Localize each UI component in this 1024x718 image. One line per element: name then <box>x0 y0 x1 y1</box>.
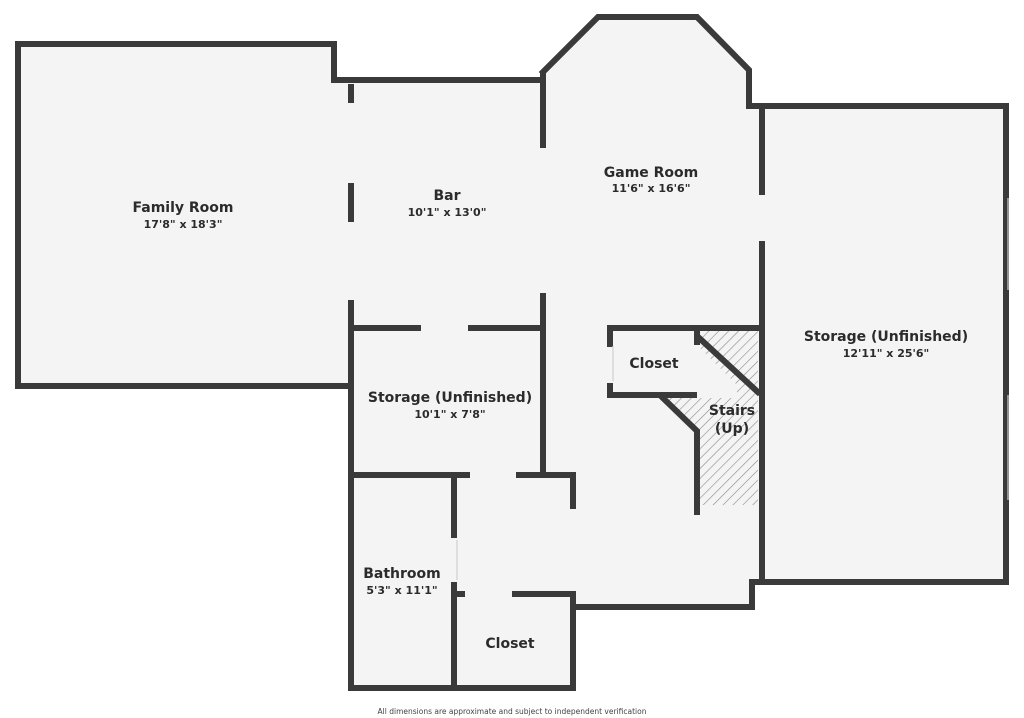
windows <box>456 198 1009 580</box>
room-dim-bathroom: 5'3" x 11'1" <box>366 584 437 597</box>
room-name-closet-lower: Closet <box>485 636 535 652</box>
room-dim-game-room: 11'6" x 16'6" <box>612 182 691 195</box>
room-name-bathroom: Bathroom <box>363 566 441 582</box>
wall-closet-upper <box>607 325 700 347</box>
room-name-closet-upper: Closet <box>629 356 679 372</box>
room-name-family-room: Family Room <box>133 200 234 216</box>
room-name-bar: Bar <box>433 188 460 204</box>
wall-stairs-diagonal <box>694 333 763 397</box>
room-name-storage-middle: Storage (Unfinished) <box>368 390 532 406</box>
wall-family-room <box>15 41 354 389</box>
room-name-game-room: Game Room <box>604 165 699 181</box>
room-dim-storage-middle: 10'1" x 7'8" <box>414 408 485 421</box>
wall-game-bay <box>538 14 752 109</box>
room-dim-storage-right: 12'11" x 25'6" <box>843 347 930 360</box>
walls <box>15 14 1009 691</box>
wall-storage-right <box>746 103 1009 585</box>
disclaimer-text: All dimensions are approximate and subje… <box>378 707 647 716</box>
room-name-stairs-line2: (Up) <box>715 421 749 437</box>
room-name-stairs-line1: Stairs <box>709 403 755 419</box>
room-dim-family-room: 17'8" x 18'3" <box>144 218 223 231</box>
wall-bottom <box>348 591 576 691</box>
room-labels: Family Room 17'8" x 18'3" Bar 10'1" x 13… <box>133 165 969 652</box>
wall-lower-right <box>570 579 765 610</box>
room-name-storage-right: Storage (Unfinished) <box>804 329 968 345</box>
wall-stairs-left <box>658 393 700 515</box>
room-dim-bar: 10'1" x 13'0" <box>408 206 487 219</box>
